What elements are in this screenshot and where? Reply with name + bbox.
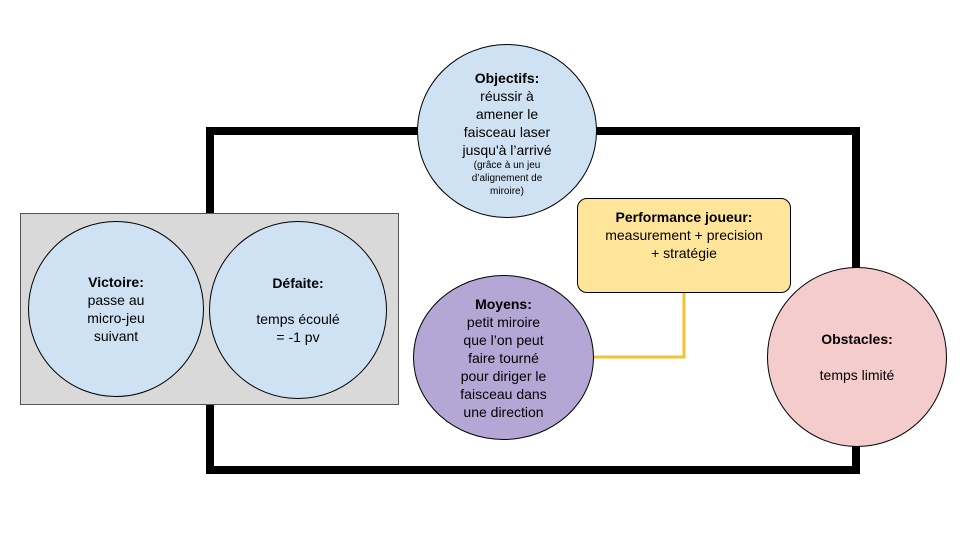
defaite-circle [209, 221, 387, 399]
defaite-line: = -1 pv [276, 329, 320, 345]
performance-box [577, 198, 791, 293]
obstacles-text: Obstacles: temps limité [767, 267, 947, 447]
victoire-line: passe au [87, 292, 145, 308]
obstacles-title: Obstacles: [821, 331, 893, 347]
moyens-line: une direction [463, 403, 544, 420]
defaite-text: Défaite: temps écoulé = -1 pv [209, 221, 387, 399]
performance-title: Performance joueur: [615, 209, 753, 225]
victoire-circle [28, 221, 204, 397]
obstacles-line: temps limité [819, 367, 895, 383]
objectifs-title: Objectifs: [474, 69, 540, 86]
objectifs-note: d’alignement de [471, 172, 543, 184]
performance-line: measurement + precision [605, 227, 763, 243]
performance-line: + stratégie [651, 245, 717, 261]
obstacles-circle [767, 267, 947, 447]
objectifs-text: Objectifs: réussir à amener le faisceau … [417, 48, 597, 218]
victoire-title: Victoire: [88, 274, 144, 290]
victoire-line: micro-jeu [87, 310, 145, 326]
victoire-text: Victoire: passe au micro-jeu suivant [28, 221, 204, 397]
victoire-line: suivant [93, 328, 139, 344]
defaite-line: temps écoulé [256, 311, 340, 327]
moyens-line: faire tourné [468, 349, 539, 366]
objectifs-line: amener le [475, 105, 539, 122]
moyens-text: Moyens: petit miroire que l’on peut fair… [413, 275, 594, 440]
objectifs-line: réussir à [480, 87, 534, 104]
objectifs-note: miroire) [490, 185, 524, 197]
moyens-title: Moyens: [475, 295, 532, 312]
moyens-line: petit miroire [466, 313, 541, 330]
objectifs-line: jusqu'à l’arrivé [462, 141, 552, 158]
performance-text: Performance joueur: measurement + precis… [577, 198, 791, 272]
objectifs-circle [417, 44, 597, 218]
performance-moyens-connector [592, 292, 686, 359]
objectifs-line: faisceau laser [463, 123, 551, 140]
moyens-line: pour diriger le [460, 367, 547, 384]
moyens-line: faisceau dans [460, 385, 547, 402]
defaite-title: Défaite: [272, 275, 324, 291]
moyens-circle [413, 275, 594, 440]
moyens-line: que l’on peut [463, 331, 544, 348]
objectifs-note: (grâce à un jeu [473, 159, 541, 171]
